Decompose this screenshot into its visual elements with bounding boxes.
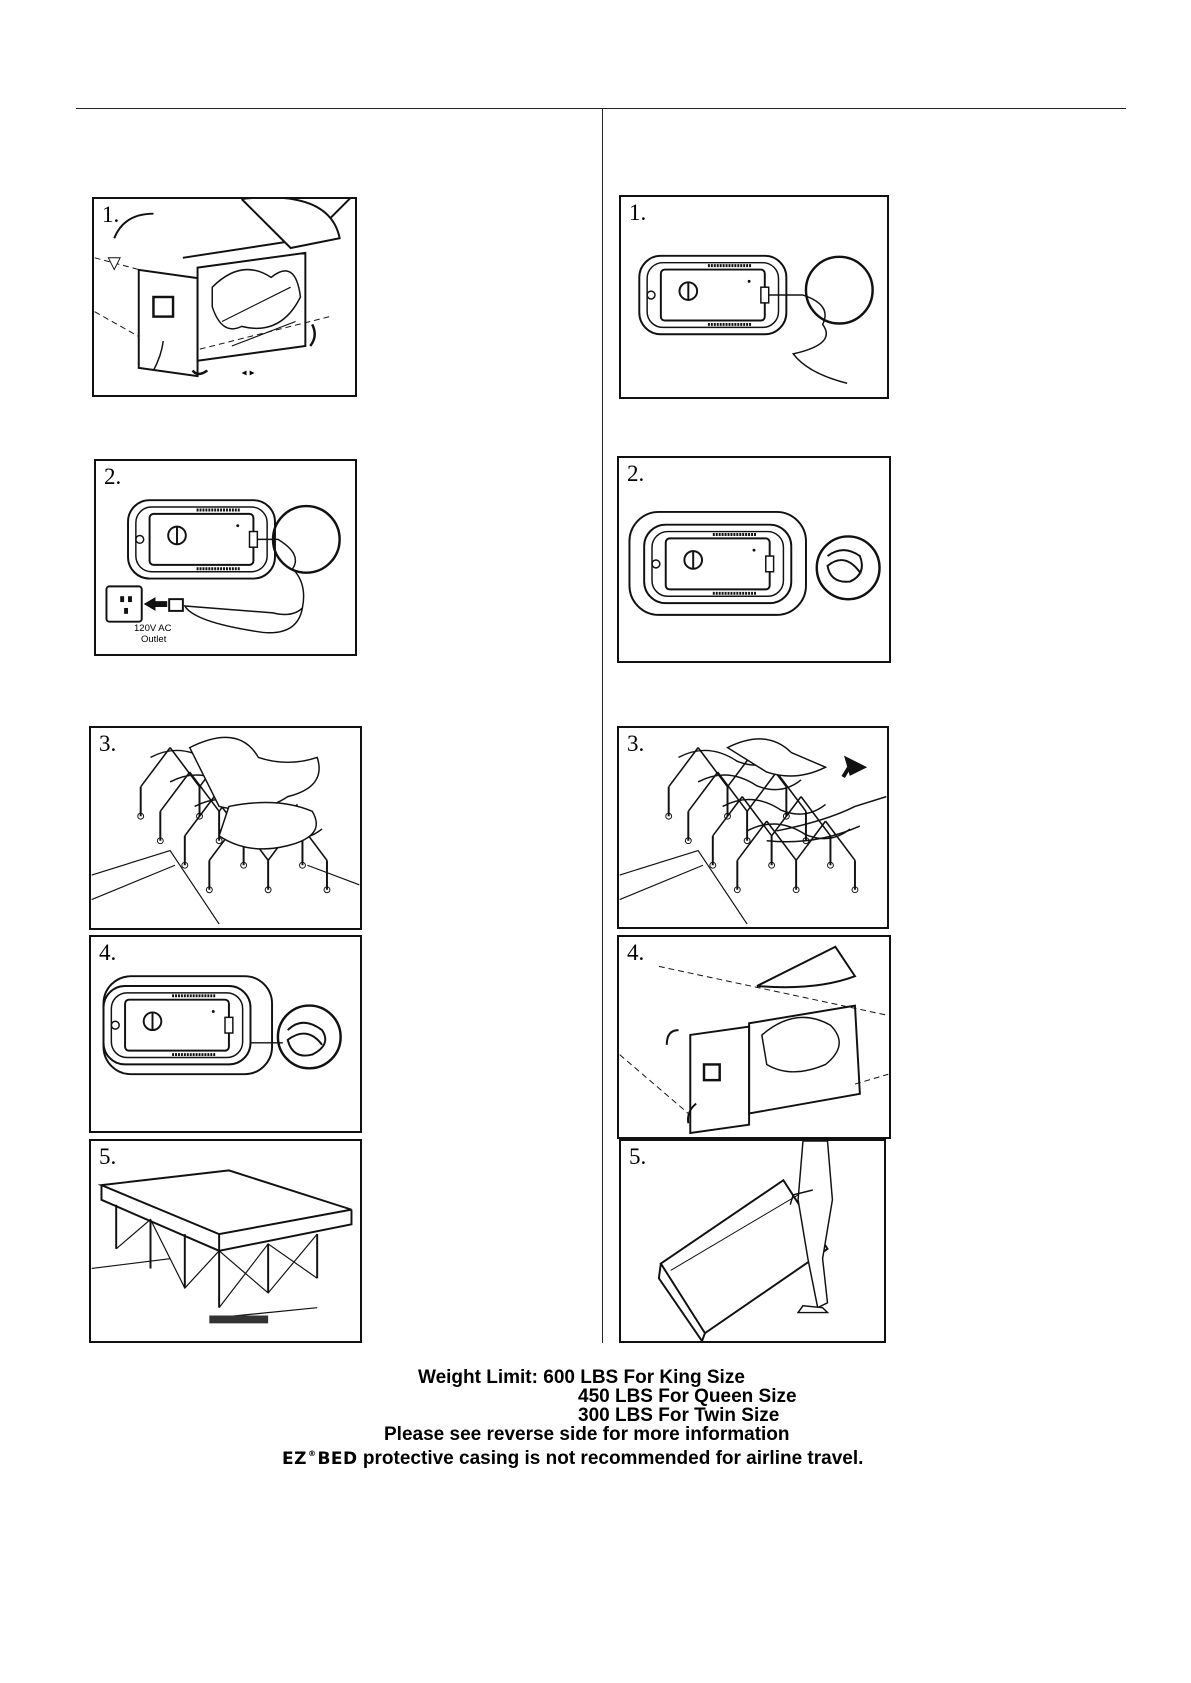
step-number: 2.: [627, 461, 644, 487]
case-opening-illustration: ◂ ▸: [94, 199, 355, 395]
step-number: 1.: [102, 202, 119, 228]
right-step-3-panel: 3.: [617, 726, 889, 929]
weight-limit-row-1: Weight Limit: 600 LBS For King Size: [418, 1368, 745, 1387]
left-step-4-panel: 4.: [89, 935, 362, 1133]
left-step-3-panel: 3.: [89, 726, 362, 930]
reverse-side-note: Please see reverse side for more informa…: [384, 1425, 790, 1444]
step-number: 4.: [99, 940, 116, 966]
left-step-2-panel: 2. 120V AC Outlet: [94, 459, 357, 656]
frame-unfolding-illustration: [91, 728, 360, 928]
weight-limit-queen: 450 LBS For Queen Size: [578, 1387, 797, 1406]
left-step-5-panel: 5.: [89, 1139, 362, 1343]
weight-limit-twin: 300 LBS For Twin Size: [578, 1406, 779, 1425]
pump-cord-unwrap-illustration: [621, 197, 887, 397]
step-number: 3.: [99, 731, 116, 757]
step-number: 2.: [104, 464, 121, 490]
column-divider: [602, 108, 603, 1343]
weight-limit-label: Weight Limit:: [418, 1367, 538, 1388]
airline-travel-note-row: EZ®BED protective casing is not recommen…: [282, 1444, 863, 1469]
airline-travel-note: protective casing is not recommended for…: [363, 1448, 864, 1469]
weight-limit-king: 600 LBS For King Size: [543, 1367, 745, 1388]
step-number: 5.: [99, 1144, 116, 1170]
outlet-label-line2: Outlet: [141, 634, 166, 645]
left-step-1-panel: 1. ◂ ▸: [92, 197, 357, 397]
step-number: 1.: [629, 200, 646, 226]
assembled-bed-illustration: [91, 1141, 360, 1341]
step-number: 3.: [627, 731, 644, 757]
step-number: 4.: [627, 940, 644, 966]
right-step-5-panel: 5.: [619, 1139, 886, 1343]
right-step-1-panel: 1.: [619, 195, 889, 399]
svg-text:◂ ▸: ◂ ▸: [242, 367, 255, 378]
right-step-4-panel: 4.: [617, 935, 891, 1139]
ez-bed-logo: EZ®BED: [282, 1449, 358, 1469]
pump-cord-coiled-illustration: [619, 458, 889, 661]
case-closing-illustration: [619, 937, 889, 1137]
outlet-label-line1: 120V AC: [134, 623, 172, 634]
carrying-case-illustration: [621, 1141, 884, 1341]
pump-cord-stored-illustration: [91, 937, 360, 1131]
right-step-2-panel: 2.: [617, 456, 891, 663]
top-rule: [76, 108, 1126, 109]
frame-folding-illustration: [619, 728, 887, 927]
step-number: 5.: [629, 1144, 646, 1170]
